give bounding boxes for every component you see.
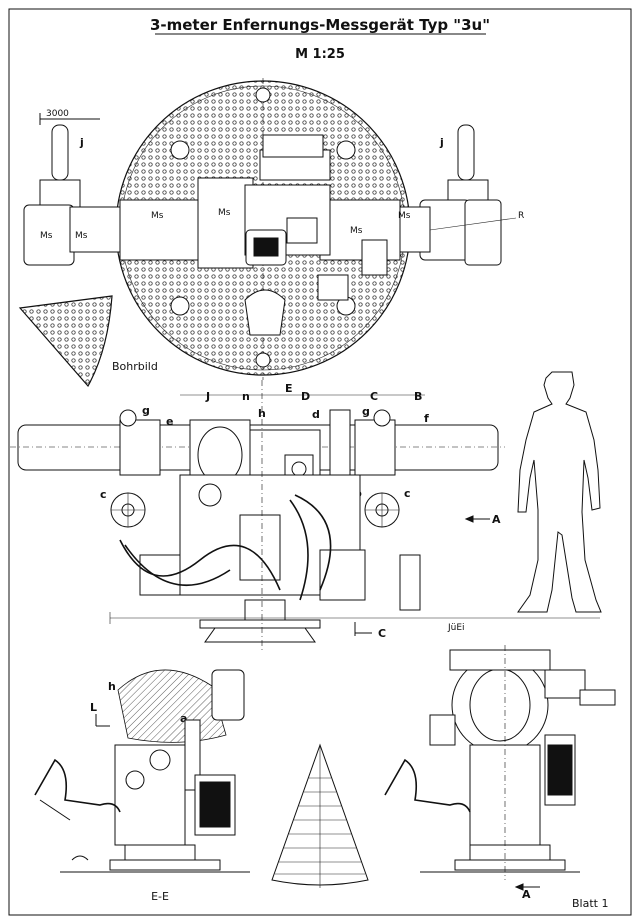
section-e-e-caption: E-E xyxy=(151,890,169,903)
side-view: J E D C B g e n h d g f c b c xyxy=(10,380,600,650)
label-f: f xyxy=(424,412,429,425)
label-g-right: g xyxy=(362,405,370,418)
operator-seat-right xyxy=(384,758,471,813)
operator-seat-left xyxy=(34,758,121,813)
label-h: h xyxy=(258,407,266,420)
label-c-left: c xyxy=(100,488,107,501)
cone-detail xyxy=(271,743,369,888)
label-j-right: j xyxy=(439,136,444,149)
bohrbild-label: Bohrbild xyxy=(112,360,158,373)
label-ms-2: Ms xyxy=(75,231,88,241)
top-view: 3000 j j Ms Ms Ms Ms Ms Ms R xyxy=(23,78,524,380)
label-ms-1: Ms xyxy=(40,231,53,241)
section-hatched-body xyxy=(117,669,227,743)
label-dim-d: D xyxy=(301,390,310,403)
label-r: R xyxy=(518,211,524,221)
label-ms-5: Ms xyxy=(350,226,363,236)
label-g-left: g xyxy=(142,404,150,417)
seat-top xyxy=(244,289,286,336)
bohrbild-detail: Bohrbild xyxy=(18,295,158,388)
label-dim-b: B xyxy=(414,390,422,403)
rear-arrow-a-label: A xyxy=(522,888,531,901)
section-label-h: h xyxy=(108,680,116,693)
label-e: e xyxy=(166,415,173,428)
label-dim-c: C xyxy=(370,390,378,403)
section-label-a: a xyxy=(180,712,187,725)
sheet-label: Blatt 1 xyxy=(572,897,608,910)
label-ms-6: Ms xyxy=(398,211,411,221)
rear-view: A xyxy=(384,645,616,901)
label-dim-j: J xyxy=(205,390,210,403)
label-n: n xyxy=(242,390,250,403)
label-d: d xyxy=(312,408,320,421)
label-c-right: c xyxy=(404,487,411,500)
drawing-scale: M 1:25 xyxy=(295,47,345,62)
label-ms-4: Ms xyxy=(218,208,231,218)
section-e-e: h L a E-E xyxy=(34,669,250,903)
section-label-l: L xyxy=(90,701,97,714)
label-dim-e: E xyxy=(285,382,293,395)
drawing-title: 3-meter Enfernungs-Messgerät Typ "3u" xyxy=(150,16,490,34)
dimension-3000-label: 3000 xyxy=(46,109,69,119)
arrow-a-label: A xyxy=(492,513,501,526)
label-j-left: j xyxy=(79,136,84,149)
label-ms-3: Ms xyxy=(151,211,164,221)
signature-label: JüEi xyxy=(447,623,465,633)
human-silhouette-scale xyxy=(517,371,602,613)
drawing-frame xyxy=(8,8,632,916)
section-c-label: C xyxy=(378,627,386,640)
